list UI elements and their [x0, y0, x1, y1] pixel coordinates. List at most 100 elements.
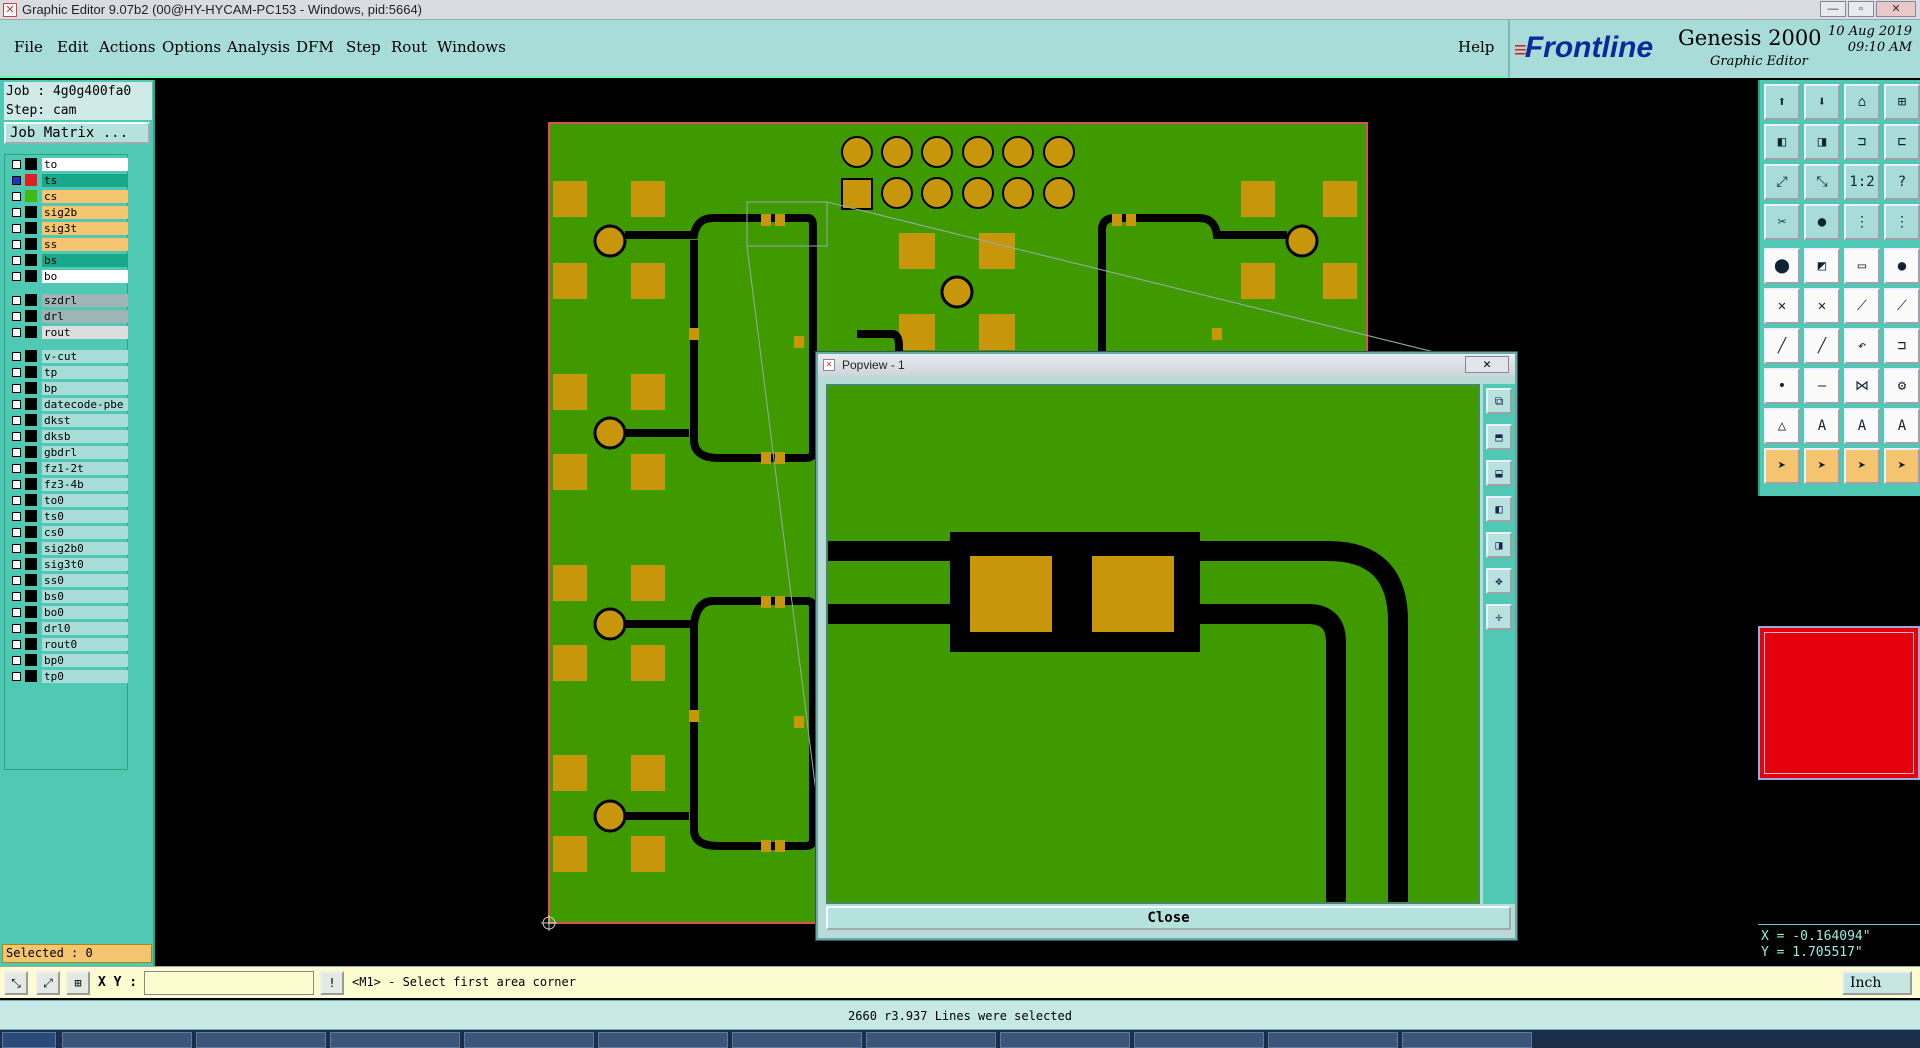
layer-row-dkst[interactable]: dkst — [7, 413, 128, 427]
layer-checkbox[interactable] — [12, 384, 21, 393]
net-1-icon[interactable]: ✕ — [1764, 288, 1800, 324]
menu-actions[interactable]: Actions — [99, 38, 156, 56]
trace-blue-icon[interactable]: ╱ — [1804, 328, 1840, 364]
text-1-icon[interactable]: A — [1804, 408, 1840, 444]
step-down-icon[interactable]: ⬇ — [1804, 84, 1840, 120]
layer-checkbox[interactable] — [12, 656, 21, 665]
taskbar-app-7[interactable] — [866, 1032, 996, 1048]
layer-checkbox[interactable] — [12, 240, 21, 249]
layer-checkbox[interactable] — [12, 496, 21, 505]
layer-name[interactable]: sig2b0 — [42, 542, 128, 555]
layer-name[interactable]: cs — [42, 190, 128, 203]
join-icon[interactable]: ⊐ — [1884, 328, 1920, 364]
popview-fit-icon[interactable]: ✥ — [1486, 568, 1512, 594]
taskbar-app-8[interactable] — [1000, 1032, 1130, 1048]
layer-row-sig2b0[interactable]: sig2b0 — [7, 541, 128, 555]
close-window-button[interactable]: ✕ — [1876, 1, 1916, 17]
layer-checkbox[interactable] — [12, 416, 21, 425]
cut-icon[interactable]: ✂ — [1764, 204, 1800, 240]
help-icon[interactable]: ? — [1884, 164, 1920, 200]
layer-row-cs[interactable]: cs — [7, 189, 128, 203]
taskbar-app-9[interactable] — [1134, 1032, 1264, 1048]
fit-icon[interactable]: ⤢ — [1764, 164, 1800, 200]
settings-icon[interactable]: ⚙ — [1884, 368, 1920, 404]
layer-name[interactable]: sig3t0 — [42, 558, 128, 571]
layer-checkbox[interactable] — [12, 176, 21, 185]
layer-name[interactable]: drl — [42, 310, 128, 323]
layer-row-rout[interactable]: rout — [7, 325, 128, 339]
right-pan-icon[interactable]: ◨ — [1804, 124, 1840, 160]
open-frame-icon[interactable]: ⊐ — [1844, 124, 1880, 160]
layer-checkbox[interactable] — [12, 576, 21, 585]
layer-row-tp0[interactable]: tp0 — [7, 669, 128, 683]
layer-name[interactable]: drl0 — [42, 622, 128, 635]
layer-name[interactable]: bs0 — [42, 590, 128, 603]
layer-row-fz3-4b[interactable]: fz3-4b — [7, 477, 128, 491]
grid-icon[interactable]: ⊞ — [66, 971, 90, 995]
layer-checkbox[interactable] — [12, 432, 21, 441]
popview-tool-3-icon[interactable]: ⬓ — [1486, 460, 1512, 486]
layer-checkbox[interactable] — [12, 560, 21, 569]
layer-row-bs[interactable]: bs — [7, 253, 128, 267]
layer-checkbox[interactable] — [12, 608, 21, 617]
menu-analysis[interactable]: Analysis — [227, 38, 290, 56]
layer-checkbox[interactable] — [12, 624, 21, 633]
popview-close-button[interactable]: Close — [826, 906, 1511, 930]
layer-checkbox[interactable] — [12, 296, 21, 305]
layer-row-rout0[interactable]: rout0 — [7, 637, 128, 651]
popview-close-icon[interactable]: ✕ — [1465, 356, 1509, 373]
layer-checkbox[interactable] — [12, 352, 21, 361]
layer-checkbox[interactable] — [12, 400, 21, 409]
left-pan-icon[interactable]: ◧ — [1764, 124, 1800, 160]
list-a-icon[interactable]: ⋮ — [1844, 204, 1880, 240]
layer-checkbox[interactable] — [12, 512, 21, 521]
rotate-icon[interactable]: ↶ — [1844, 328, 1880, 364]
layer-name[interactable]: bp — [42, 382, 128, 395]
layer-name[interactable]: ss0 — [42, 574, 128, 587]
layer-checkbox[interactable] — [12, 528, 21, 537]
layer-checkbox[interactable] — [12, 328, 21, 337]
layer-row-sig2b[interactable]: sig2b — [7, 205, 128, 219]
layer-name[interactable]: sig2b — [42, 206, 128, 219]
layer-name[interactable]: bo — [42, 270, 128, 283]
layer-row-datecode-pbe[interactable]: datecode-pbe — [7, 397, 128, 411]
layer-row-ts0[interactable]: ts0 — [7, 509, 128, 523]
menu-options[interactable]: Options — [162, 38, 222, 56]
taskbar-app-4[interactable] — [464, 1032, 594, 1048]
layer-row-sig3t0[interactable]: sig3t0 — [7, 557, 128, 571]
layer-checkbox[interactable] — [12, 312, 21, 321]
dot-icon[interactable]: ● — [1884, 248, 1920, 284]
layer-row-dksb[interactable]: dksb — [7, 429, 128, 443]
taskbar-app-5[interactable] — [598, 1032, 728, 1048]
text-3-icon[interactable]: A — [1884, 408, 1920, 444]
layer-name[interactable]: bs — [42, 254, 128, 267]
snap-icon[interactable]: ● — [1804, 204, 1840, 240]
layer-name[interactable]: rout0 — [42, 638, 128, 651]
popview-tool-1-icon[interactable]: ⧉ — [1486, 388, 1512, 414]
line-1-icon[interactable]: ⟋ — [1844, 288, 1880, 324]
layer-name[interactable]: szdrl — [42, 294, 128, 307]
layer-name[interactable]: to — [42, 158, 128, 171]
layer-checkbox[interactable] — [12, 208, 21, 217]
select-1-icon[interactable]: ➤ — [1764, 448, 1800, 484]
measure-icon[interactable]: ⤢ — [36, 971, 60, 995]
layer-row-cs0[interactable]: cs0 — [7, 525, 128, 539]
layer-row-fz1-2t[interactable]: fz1-2t — [7, 461, 128, 475]
layer-row-ts[interactable]: ts — [7, 173, 128, 187]
step-up-icon[interactable]: ⬆ — [1764, 84, 1800, 120]
layer-row-szdrl[interactable]: szdrl — [7, 293, 128, 307]
layer-name[interactable]: tp — [42, 366, 128, 379]
layer-name[interactable]: dkst — [42, 414, 128, 427]
taskbar-app-10[interactable] — [1268, 1032, 1398, 1048]
home-icon[interactable]: ⌂ — [1844, 84, 1880, 120]
popview-zoom-icon[interactable]: ✛ — [1486, 604, 1512, 630]
layer-checkbox[interactable] — [12, 224, 21, 233]
layer-row-drl[interactable]: drl — [7, 309, 128, 323]
layer-row-to0[interactable]: to0 — [7, 493, 128, 507]
layer-row-bp0[interactable]: bp0 — [7, 653, 128, 667]
layer-checkbox[interactable] — [12, 672, 21, 681]
line-2-icon[interactable]: ⟋ — [1884, 288, 1920, 324]
popview-tool-5-icon[interactable]: ◨ — [1486, 532, 1512, 558]
menu-help[interactable]: Help — [1458, 38, 1495, 56]
layer-row-drl0[interactable]: drl0 — [7, 621, 128, 635]
